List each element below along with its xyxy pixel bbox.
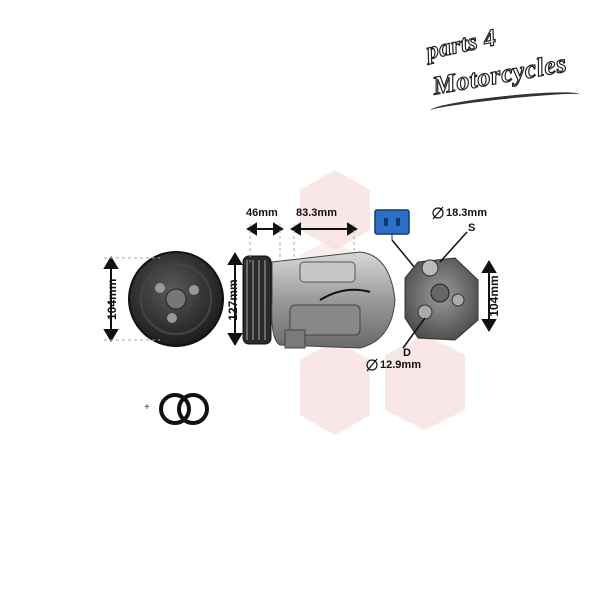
pulley-width-guides bbox=[249, 224, 281, 262]
electrical-connector bbox=[374, 209, 416, 269]
compressor-rear-head bbox=[404, 257, 479, 341]
pulley-width-label: 46mm bbox=[246, 207, 278, 219]
discharge-diameter-label: 12.9mm bbox=[380, 359, 421, 371]
head-height-label: 104mm bbox=[487, 275, 501, 317]
clutch-height-arrow bbox=[103, 256, 119, 342]
discharge-port-callout bbox=[366, 317, 426, 372]
body-length-label: 83.3mm bbox=[296, 207, 337, 219]
accessory-plus-sign: + bbox=[144, 402, 150, 413]
body-length-guides bbox=[293, 224, 355, 258]
discharge-port-letter: D bbox=[403, 347, 411, 359]
compressor-body bbox=[271, 251, 396, 349]
clutch-height-label: 104mm bbox=[105, 278, 119, 320]
pulley-width-arrow bbox=[246, 222, 284, 236]
suction-port-letter: S bbox=[468, 222, 476, 234]
pulley-height-arrow bbox=[227, 252, 243, 346]
o-ring-set bbox=[159, 393, 209, 425]
suction-diameter-label: 18.3mm bbox=[446, 207, 487, 219]
head-height-arrow bbox=[481, 260, 497, 332]
suction-port-callout bbox=[432, 206, 468, 263]
body-length-arrow bbox=[290, 222, 358, 236]
pulley-height-label: 127mm bbox=[226, 279, 240, 321]
clutch-front-view bbox=[128, 251, 224, 347]
pulley-side-view bbox=[242, 255, 272, 345]
